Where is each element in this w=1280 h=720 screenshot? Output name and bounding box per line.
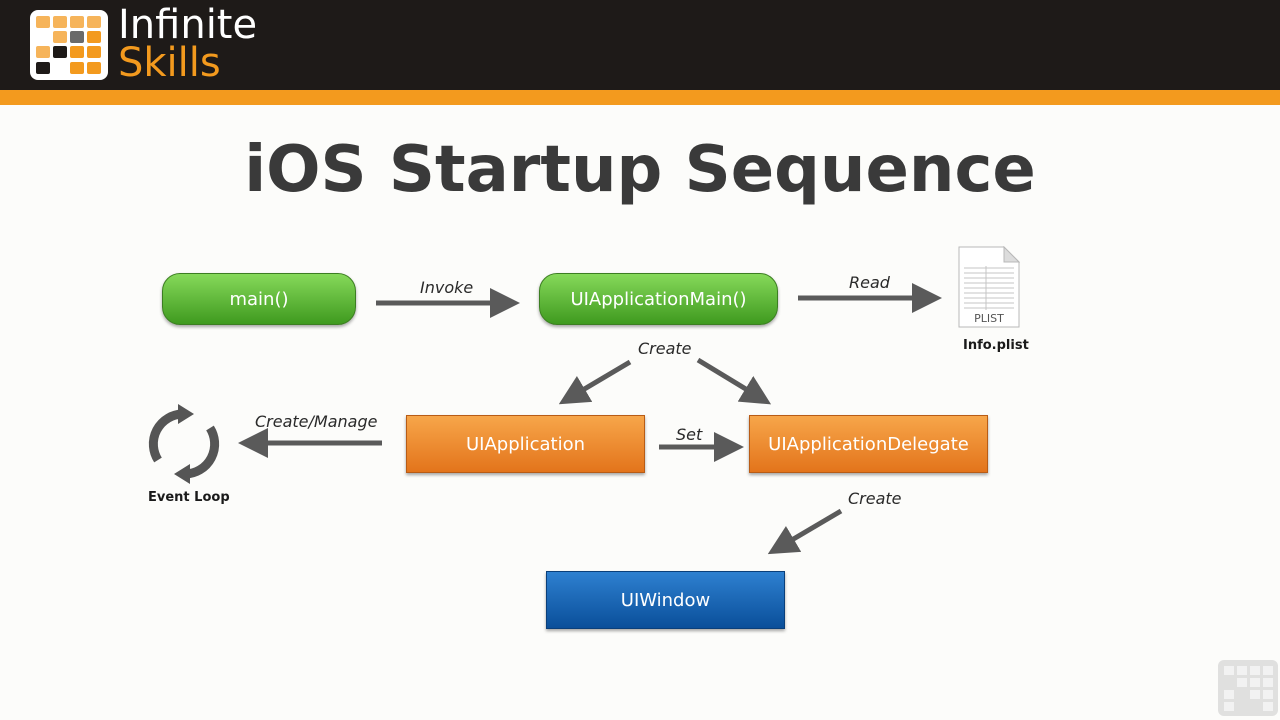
brand-line-2: Skills — [118, 40, 221, 86]
node-uiwindow: UIWindow — [546, 571, 785, 629]
edge-label-create-top: Create — [638, 339, 692, 358]
watermark-logo-icon — [1218, 660, 1278, 716]
arrow-create-to-uiapplication — [558, 359, 632, 405]
header-bar — [0, 0, 1280, 90]
arrow-create-to-delegate — [696, 357, 772, 405]
node-main: main() — [162, 273, 356, 325]
edge-label-invoke: Invoke — [420, 278, 474, 297]
brand-wordmark: Infinite Skills — [118, 2, 258, 86]
slide-title: iOS Startup Sequence — [244, 133, 1036, 207]
brand-line-1: Infinite — [118, 2, 258, 48]
plist-document-icon: PLIST — [958, 246, 1020, 328]
plist-doc-label: PLIST — [974, 312, 1004, 325]
edge-label-create-bottom: Create — [848, 489, 902, 508]
edge-label-set: Set — [676, 425, 703, 444]
node-uiapplicationdelegate: UIApplicationDelegate — [749, 415, 988, 473]
node-uiapplication: UIApplication — [406, 415, 645, 473]
infinite-skills-logo-icon — [30, 10, 108, 80]
edge-label-read: Read — [849, 273, 890, 292]
edge-label-create-manage: Create/Manage — [255, 412, 378, 431]
plist-caption: Info.plist — [963, 338, 1029, 353]
refresh-cycle-icon — [148, 404, 220, 484]
node-uiapplicationmain: UIApplicationMain() — [539, 273, 778, 325]
event-loop-caption: Event Loop — [148, 490, 230, 505]
arrow-create-to-window — [767, 508, 843, 555]
header-accent-stripe — [0, 90, 1280, 105]
